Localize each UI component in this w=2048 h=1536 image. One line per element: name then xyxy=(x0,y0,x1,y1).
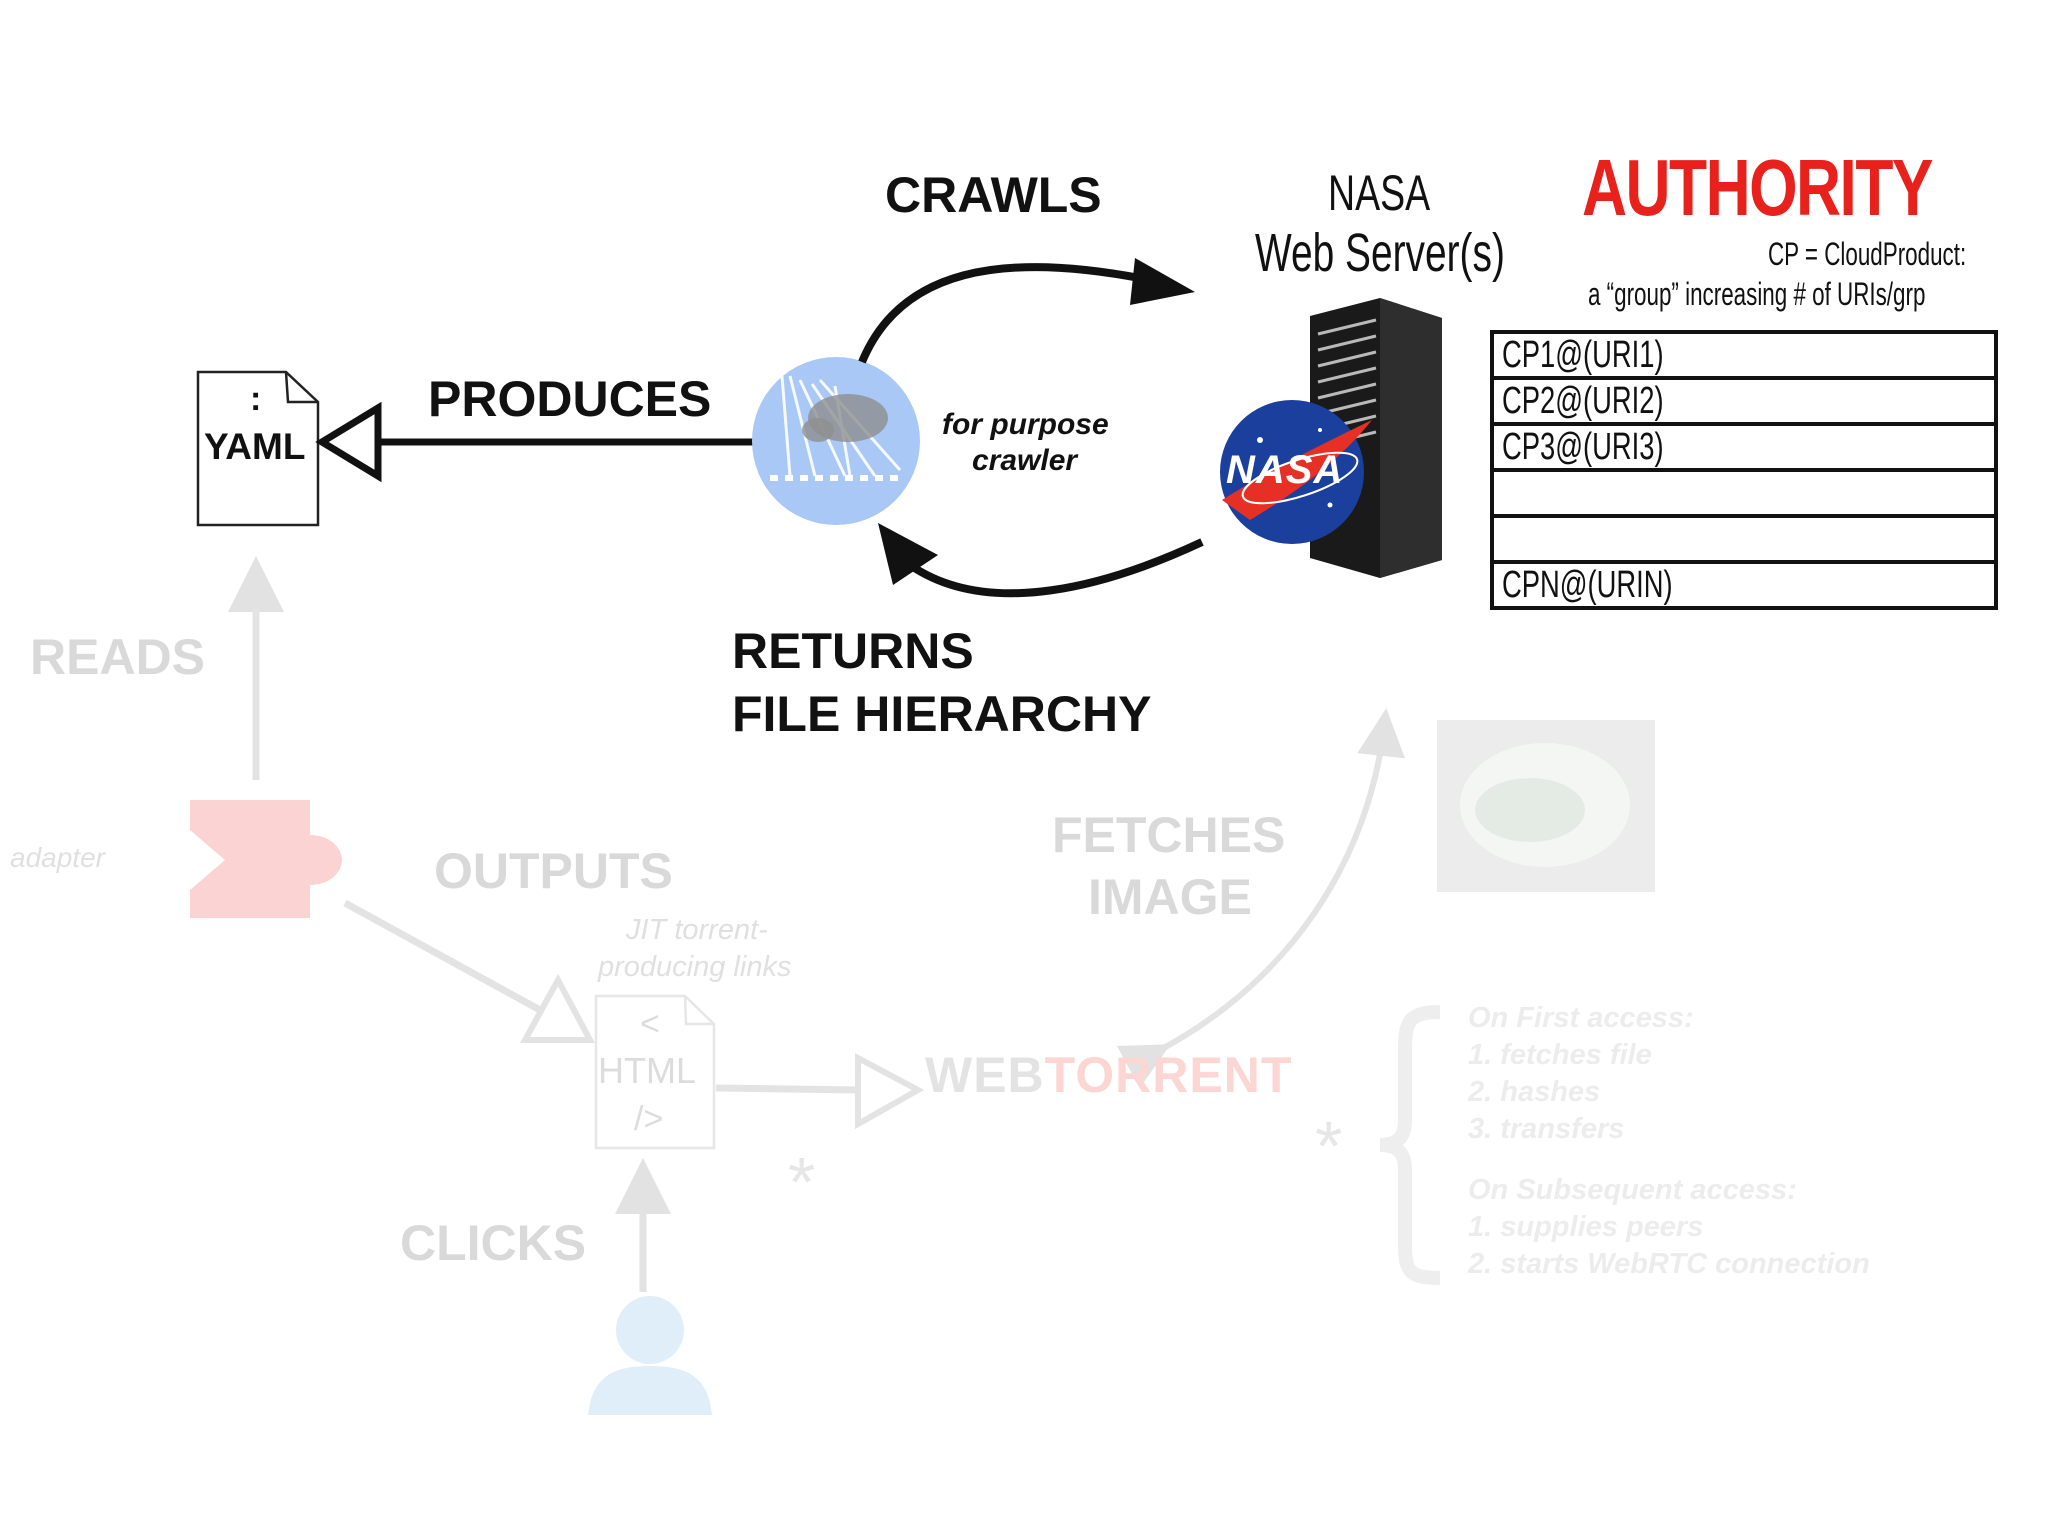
nasa-logo-text: NASA xyxy=(1226,448,1344,492)
authority-row: CP2@(URI2) xyxy=(1494,380,1994,426)
produces-label: PRODUCES xyxy=(428,371,712,427)
webtorrent-logo: WEBTORRENT xyxy=(925,1046,1292,1104)
adapter-puzzle-icon xyxy=(190,800,342,918)
authority-note-line1-text: CP = CloudProduct: xyxy=(1768,236,1967,272)
jit-label-line2: producing links xyxy=(598,951,792,983)
curly-brace xyxy=(1379,1005,1441,1285)
authority-row-text: CP2@(URI2) xyxy=(1502,380,1664,422)
first-access-step: 1. fetches file xyxy=(1468,1039,1652,1071)
authority-row-text: CP1@(URI1) xyxy=(1502,334,1664,376)
authority-row xyxy=(1494,472,1994,518)
authority-row: CP1@(URI1) xyxy=(1494,334,1994,380)
authority-table: CP1@(URI1) CP2@(URI2) CP3@(URI3) CPN@(UR… xyxy=(1490,330,1998,610)
subsequent-access-title: On Subsequent access: xyxy=(1468,1174,1797,1206)
yaml-label: YAML xyxy=(204,426,306,467)
outputs-arrow xyxy=(343,899,542,1014)
authority-row: CPN@(URIN) xyxy=(1494,564,1994,606)
yaml-document-icon xyxy=(196,370,320,527)
clicks-label: CLICKS xyxy=(400,1215,587,1271)
authority-title: AUTHORITY xyxy=(1582,143,1933,232)
html-doc-line2: HTML xyxy=(598,1050,696,1091)
adapter-label: adapter xyxy=(10,842,105,873)
webtorrent-logo-part1: WEB xyxy=(925,1047,1045,1103)
fetches-label-line2: IMAGE xyxy=(1088,869,1252,925)
authority-row xyxy=(1494,518,1994,564)
crawler-caption-line2: crawler xyxy=(972,444,1078,477)
first-access-title: On First access: xyxy=(1468,1002,1694,1034)
crawler-caption-line1: for purpose xyxy=(942,408,1109,441)
html-document-icon xyxy=(594,994,716,1150)
fetches-label-line1: FETCHES xyxy=(1052,807,1286,863)
server-title-line1-text: NASA xyxy=(1328,165,1431,221)
asterisk-right: * xyxy=(1315,1107,1343,1185)
returns-arrowhead xyxy=(878,523,938,585)
server-title-line2-text: Web Server(s) xyxy=(1255,223,1505,283)
access-notes: On First access: 1. fetches file 2. hash… xyxy=(1468,1000,1870,1283)
returns-label-line1: RETURNS xyxy=(732,623,974,679)
authority-note-line1: CP = CloudProduct: xyxy=(1768,236,1966,273)
crawls-arrow xyxy=(858,263,1151,364)
authority-note-line2-text: a “group” increasing # of URIs/grp xyxy=(1588,276,1926,312)
nasa-logo-icon xyxy=(1220,400,1372,544)
outputs-label: OUTPUTS xyxy=(434,843,673,899)
fetches-image-arrow xyxy=(1116,708,1406,1089)
jit-label-line1: JIT torrent- xyxy=(626,914,768,946)
first-access-step: 3. transfers xyxy=(1468,1113,1625,1145)
asterisk-left: * xyxy=(788,1143,816,1221)
user-icon xyxy=(588,1296,712,1415)
image-thumbnail xyxy=(1437,720,1655,892)
returns-arrow xyxy=(907,538,1204,598)
authority-row-text: CP3@(URI3) xyxy=(1502,426,1664,468)
server-title-line2: Web Server(s) xyxy=(1255,222,1505,284)
first-access-step: 2. hashes xyxy=(1468,1076,1601,1108)
authority-row-text: CPN@(URIN) xyxy=(1502,564,1673,606)
produces-arrow xyxy=(315,401,755,483)
crawler-icon xyxy=(752,357,920,525)
returns-label-line2: FILE HIERARCHY xyxy=(732,686,1152,742)
html-to-webtorrent-arrow xyxy=(715,1084,859,1094)
outputs-arrowhead xyxy=(519,973,595,1043)
server-title-line1: NASA xyxy=(1328,164,1430,222)
crawls-label: CRAWLS xyxy=(885,167,1102,223)
yaml-colon: : xyxy=(250,380,262,418)
html-to-webtorrent-arrowhead xyxy=(855,1053,925,1130)
html-doc-line1: < xyxy=(640,1005,660,1043)
html-doc-line3: /> xyxy=(634,1100,664,1138)
authority-note-line2: a “group” increasing # of URIs/grp xyxy=(1588,276,1925,313)
subsequent-access-step: 1. supplies peers xyxy=(1468,1211,1704,1243)
reads-label: READS xyxy=(30,629,206,685)
crawls-arrowhead xyxy=(1130,258,1195,305)
subsequent-access-step: 2. starts WebRTC connection xyxy=(1468,1248,1870,1280)
authority-row: CP3@(URI3) xyxy=(1494,426,1994,472)
webtorrent-logo-part2: TORRENT xyxy=(1044,1047,1293,1103)
